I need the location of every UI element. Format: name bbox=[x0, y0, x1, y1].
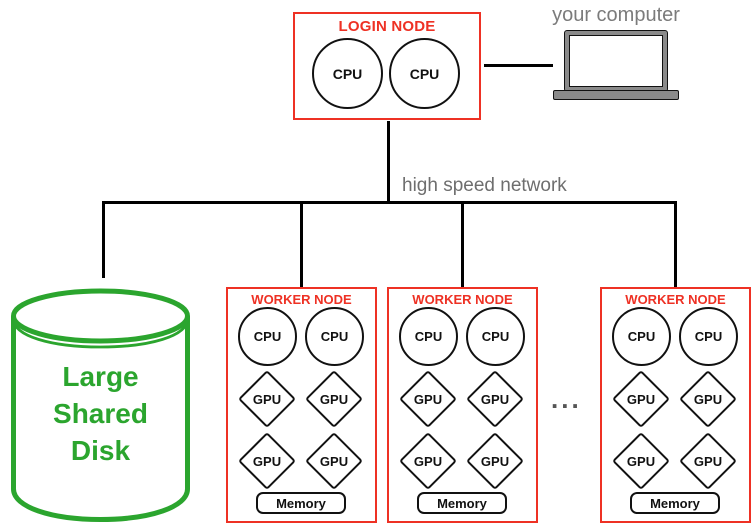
gpu-diamond: GPU bbox=[398, 432, 458, 490]
gpu-diamond: GPU bbox=[398, 370, 458, 428]
gpu-label: GPU bbox=[413, 391, 443, 407]
cpu-circle: CPU bbox=[612, 307, 671, 366]
disk-label-line3: Disk bbox=[70, 435, 131, 466]
gpu-diamond: GPU bbox=[678, 432, 738, 490]
gpu-diamond: GPU bbox=[465, 370, 525, 428]
network-bus-line bbox=[102, 201, 677, 204]
shared-disk: Large Shared Disk bbox=[11, 286, 190, 524]
high-speed-network-label: high speed network bbox=[402, 175, 567, 196]
cpu-circle: CPU bbox=[389, 38, 460, 109]
gpu-diamond: GPU bbox=[304, 370, 364, 428]
gpu-label: GPU bbox=[252, 391, 282, 407]
gpu-label: GPU bbox=[480, 391, 510, 407]
memory-box: Memory bbox=[256, 492, 346, 514]
gpu-diamond: GPU bbox=[304, 432, 364, 490]
login-laptop-link-line bbox=[484, 64, 553, 67]
gpu-label: GPU bbox=[626, 453, 656, 469]
memory-box: Memory bbox=[417, 492, 507, 514]
login-node-title: LOGIN NODE bbox=[338, 18, 436, 35]
cpu-circle: CPU bbox=[305, 307, 364, 366]
cpu-circle: CPU bbox=[466, 307, 525, 366]
login-network-drop-line bbox=[387, 121, 390, 203]
gpu-label: GPU bbox=[413, 453, 443, 469]
gpu-label: GPU bbox=[693, 453, 723, 469]
disk-cylinder-icon bbox=[11, 288, 190, 523]
worker-node-title: WORKER NODE bbox=[625, 292, 726, 307]
gpu-diamond: GPU bbox=[611, 432, 671, 490]
cpu-circle: CPU bbox=[312, 38, 383, 109]
cpu-circle: CPU bbox=[238, 307, 297, 366]
cpu-circle: CPU bbox=[679, 307, 738, 366]
disk-label-line1: Large bbox=[62, 361, 139, 392]
gpu-label: GPU bbox=[319, 453, 349, 469]
laptop-base bbox=[553, 90, 679, 100]
cpu-circle: CPU bbox=[399, 307, 458, 366]
worker-node-title: WORKER NODE bbox=[412, 292, 513, 307]
gpu-label: GPU bbox=[319, 391, 349, 407]
worker-node-1: WORKER NODE CPU CPU GPU GPU GPU GPU Memo… bbox=[226, 287, 377, 523]
gpu-diamond: GPU bbox=[465, 432, 525, 490]
laptop-icon bbox=[564, 30, 668, 92]
gpu-diamond: GPU bbox=[237, 370, 297, 428]
memory-box: Memory bbox=[630, 492, 720, 514]
gpu-label: GPU bbox=[252, 453, 282, 469]
worker3-drop-line bbox=[674, 201, 677, 288]
disk-label: Large Shared Disk bbox=[11, 358, 190, 469]
laptop-screen bbox=[569, 35, 663, 87]
your-computer-label: your computer bbox=[552, 4, 680, 26]
worker2-drop-line bbox=[461, 201, 464, 288]
gpu-diamond: GPU bbox=[611, 370, 671, 428]
worker1-drop-line bbox=[300, 201, 303, 288]
login-node: LOGIN NODE CPU CPU bbox=[293, 12, 481, 120]
gpu-label: GPU bbox=[693, 391, 723, 407]
worker-node-3: WORKER NODE CPU CPU GPU GPU GPU GPU Memo… bbox=[600, 287, 751, 523]
disk-drop-line bbox=[102, 201, 105, 278]
disk-label-line2: Shared bbox=[53, 398, 148, 429]
gpu-diamond: GPU bbox=[678, 370, 738, 428]
gpu-label: GPU bbox=[480, 453, 510, 469]
gpu-label: GPU bbox=[626, 391, 656, 407]
gpu-diamond: GPU bbox=[237, 432, 297, 490]
worker-node-title: WORKER NODE bbox=[251, 292, 352, 307]
worker-node-2: WORKER NODE CPU CPU GPU GPU GPU GPU Memo… bbox=[387, 287, 538, 523]
ellipsis-dots: ... bbox=[551, 384, 582, 414]
